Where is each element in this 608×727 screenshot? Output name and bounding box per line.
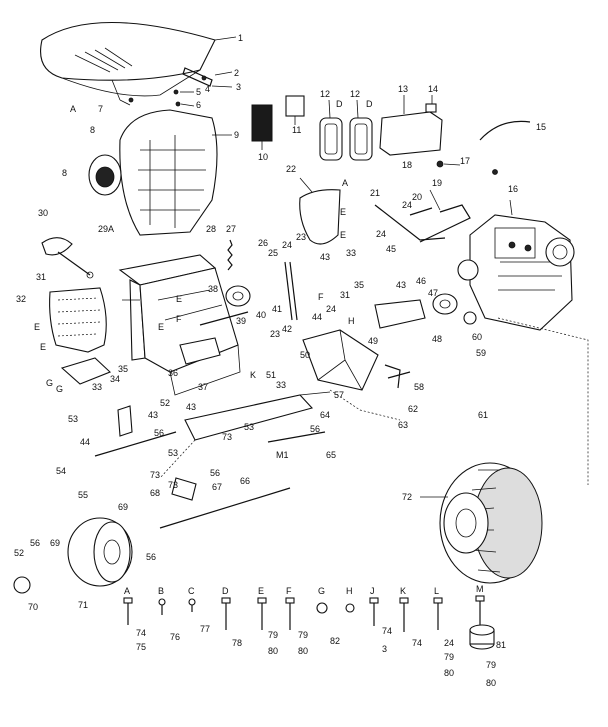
- spring-part: [227, 239, 233, 271]
- battery-box-part: [302, 329, 379, 391]
- hub-cap-part: [13, 576, 31, 594]
- lever-bracket-part: [60, 357, 112, 385]
- steering-rod-part: [159, 487, 291, 529]
- control-rods: [374, 189, 471, 243]
- light-mount-parts: [319, 99, 373, 161]
- shaft-parts: [199, 261, 298, 326]
- front-wheel-part: [67, 517, 133, 587]
- fuel-fittings: [436, 160, 498, 175]
- pulley-parts: [225, 285, 477, 325]
- main-frame-part: [118, 254, 241, 396]
- hood-hinge-part: [182, 67, 233, 88]
- front-axle-part: [184, 391, 331, 441]
- decal-panels: [251, 95, 305, 150]
- tie-rod-part: [94, 431, 177, 457]
- clip-bracket-part: [384, 364, 411, 389]
- callout-arc: [479, 120, 531, 141]
- guide-lines: [159, 317, 589, 485]
- hardware-bolts-row: [123, 595, 495, 650]
- spindle-part: [171, 477, 197, 501]
- drag-link-part: [267, 431, 326, 443]
- axle-bracket-part: [117, 405, 133, 437]
- rear-tire-part: [420, 462, 543, 584]
- seat-bracket-part: [179, 337, 221, 365]
- steering-wheel-part: [41, 237, 94, 279]
- hood-part: [40, 21, 237, 97]
- grille-housing-part: [119, 109, 232, 236]
- dash-shield-part: [299, 177, 341, 245]
- small-bolts: [111, 79, 195, 107]
- engine-part: [457, 199, 575, 331]
- headlight-part: [88, 154, 122, 196]
- support-bracket-part: [374, 299, 426, 329]
- fuel-tank-part: [379, 95, 443, 156]
- floor-mat-part: [49, 287, 107, 353]
